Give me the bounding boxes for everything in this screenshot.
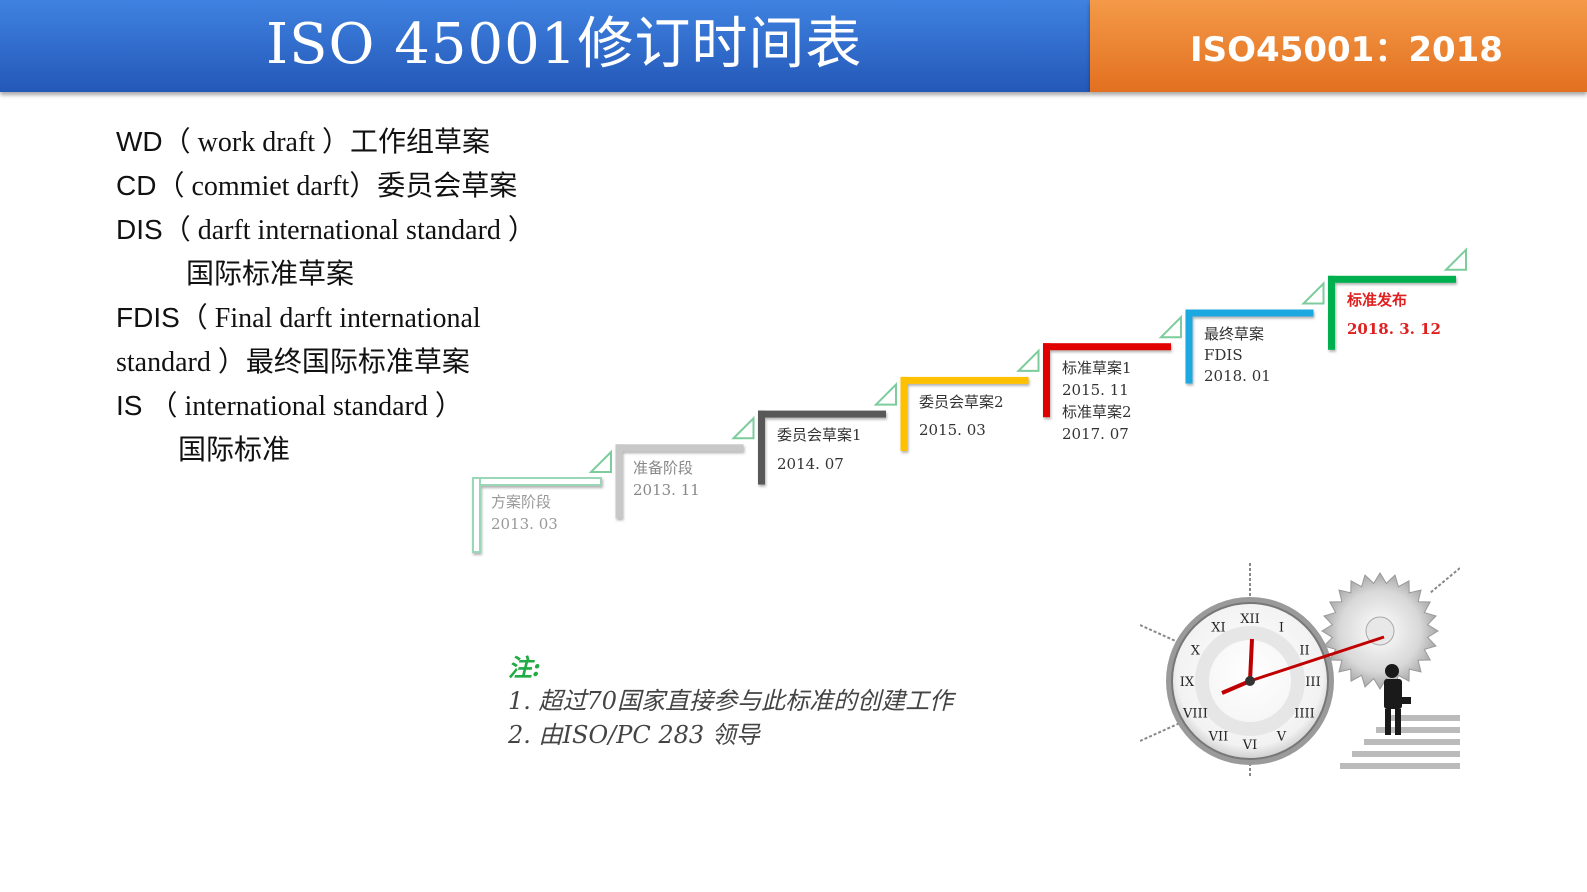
definition-abbr: FDIS xyxy=(116,302,180,333)
definition-abbr: CD xyxy=(116,170,157,201)
step-arrow-icon xyxy=(1301,281,1325,305)
second-hand xyxy=(1249,635,1385,683)
step-3-date: 2014. 07 xyxy=(777,455,844,473)
page-title: ISO 45001修订时间表 xyxy=(266,12,863,77)
definition-is: IS （ international standard ） xyxy=(116,384,576,428)
step-6-stage: 最终草案 xyxy=(1204,325,1265,343)
businessman-icon xyxy=(1384,664,1411,735)
clock-numeral: III xyxy=(1305,675,1320,690)
step-arrow-icon xyxy=(1158,314,1182,339)
clock-numeral: X xyxy=(1191,644,1201,659)
step-arrow-icon xyxy=(1016,348,1040,372)
definition-abbr: IS xyxy=(116,390,143,421)
clock-numeral: VII xyxy=(1208,730,1229,745)
step-arrow-icon xyxy=(588,449,612,473)
definition-text: （ Final darft international xyxy=(179,303,481,334)
clock-numeral: IIII xyxy=(1294,707,1315,722)
definition-abbr: WD xyxy=(116,126,163,157)
gear-icon xyxy=(1321,572,1439,690)
step-4-date: 2015. 03 xyxy=(919,421,986,439)
step-2-date: 2013. 11 xyxy=(633,481,700,499)
step-6-sub: FDIS xyxy=(1204,346,1243,364)
step-1-date: 2013. 03 xyxy=(491,515,558,533)
step-arrow-icon xyxy=(873,382,897,406)
clock-numeral: IX xyxy=(1180,675,1195,690)
step-5-stage: 标准草案1 xyxy=(1062,359,1132,377)
definition-wd: WD（ work draft ）工作组草案 xyxy=(116,120,576,164)
definition-text: 国际标准草案 xyxy=(186,258,355,289)
clock-numeral: I xyxy=(1279,620,1284,635)
clock-numeral: XII xyxy=(1240,612,1260,627)
definition-text: （ commiet darft）委员会草案 xyxy=(156,171,518,202)
definition-text: standard ）最终国际标准草案 xyxy=(116,347,470,378)
definition-text: （ work draft ）工作组草案 xyxy=(162,127,491,158)
definition-text: 国际标准 xyxy=(178,434,291,465)
minute-hand xyxy=(1221,679,1251,695)
step-5-date: 2015. 11 xyxy=(1062,381,1129,399)
note-line-1: 1. 超过70国家直接参与此标准的创建工作 xyxy=(508,687,954,715)
definition-abbr: DIS xyxy=(116,214,163,245)
standard-badge-text: ISO45001：2018 xyxy=(1190,30,1503,70)
step-5-stage2: 标准草案2 xyxy=(1062,403,1132,421)
definition-fdis-cont: standard ）最终国际标准草案 xyxy=(116,340,576,384)
step-3-stage: 委员会草案1 xyxy=(777,426,862,444)
standard-badge: ISO45001：2018 xyxy=(1090,0,1587,92)
clock-numeral: II xyxy=(1299,644,1309,659)
stairs-icon xyxy=(1340,715,1460,769)
definitions-list: WD（ work draft ）工作组草案 CD（ commiet darft）… xyxy=(116,120,576,472)
step-2-stage: 准备阶段 xyxy=(633,459,694,477)
note-title: 注: xyxy=(508,653,541,682)
step-5-date2: 2017. 07 xyxy=(1062,425,1129,443)
definition-text: （ international standard ） xyxy=(142,391,463,422)
clock-numeral: VI xyxy=(1242,738,1258,753)
definition-fdis: FDIS（ Final darft international xyxy=(116,296,576,340)
step-6-date: 2018. 01 xyxy=(1204,367,1271,385)
note-block: 注: 1. 超过70国家直接参与此标准的创建工作 2. 由ISO/PC 283 … xyxy=(508,652,953,752)
step-7-stage: 标准发布 xyxy=(1347,291,1408,309)
definition-dis: DIS（ darft international standard ） xyxy=(116,208,576,252)
clock-numeral: V xyxy=(1276,730,1287,745)
step-arrow-icon xyxy=(731,415,755,440)
title-bar: ISO 45001修订时间表 xyxy=(0,0,1090,92)
definition-dis-cn: 国际标准草案 xyxy=(116,252,576,296)
definition-text: （ darft international standard ） xyxy=(162,215,536,246)
note-line-2: 2. 由ISO/PC 283 领导 xyxy=(508,721,760,749)
clock-numeral: XI xyxy=(1211,620,1225,635)
step-4-stage: 委员会草案2 xyxy=(919,393,1004,411)
clock-numeral: VIII xyxy=(1182,707,1208,722)
step-1-stage: 方案阶段 xyxy=(491,493,552,511)
hour-hand xyxy=(1248,638,1254,682)
step-arrow-icon xyxy=(1443,247,1467,271)
step-7-date: 2018. 3. 12 xyxy=(1347,320,1441,338)
definition-is-cn: 国际标准 xyxy=(116,428,576,472)
definition-cd: CD（ commiet darft）委员会草案 xyxy=(116,164,576,208)
header: ISO 45001修订时间表 ISO45001：2018 xyxy=(0,0,1587,92)
